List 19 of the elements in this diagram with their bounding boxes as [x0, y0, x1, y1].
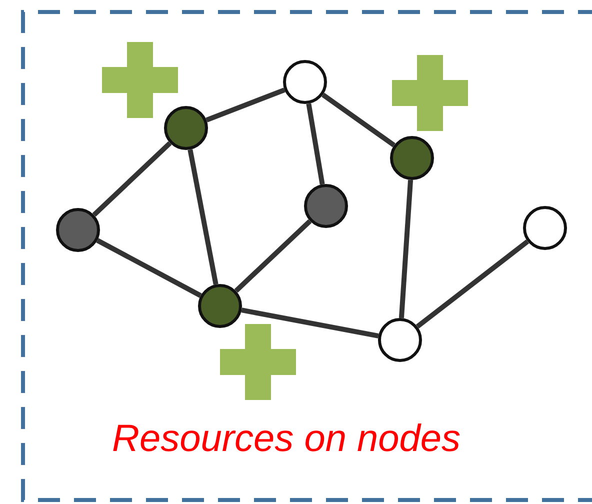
network-node — [283, 60, 327, 104]
network-node — [198, 284, 242, 328]
link-line — [398, 180, 414, 318]
link-line — [306, 103, 325, 185]
network-node — [378, 318, 422, 362]
link-line — [96, 238, 202, 298]
network-node — [56, 208, 100, 252]
network-node — [523, 206, 567, 250]
network-node — [164, 106, 208, 150]
link-line — [234, 219, 312, 293]
link-line — [416, 239, 530, 329]
caption-text: Resources on nodes — [112, 418, 461, 461]
link-line — [206, 88, 286, 122]
network-node — [304, 184, 348, 228]
link-line — [92, 141, 172, 217]
link-line — [188, 149, 218, 285]
link-line — [241, 308, 379, 338]
network-node — [390, 136, 434, 180]
link-line — [321, 92, 396, 148]
